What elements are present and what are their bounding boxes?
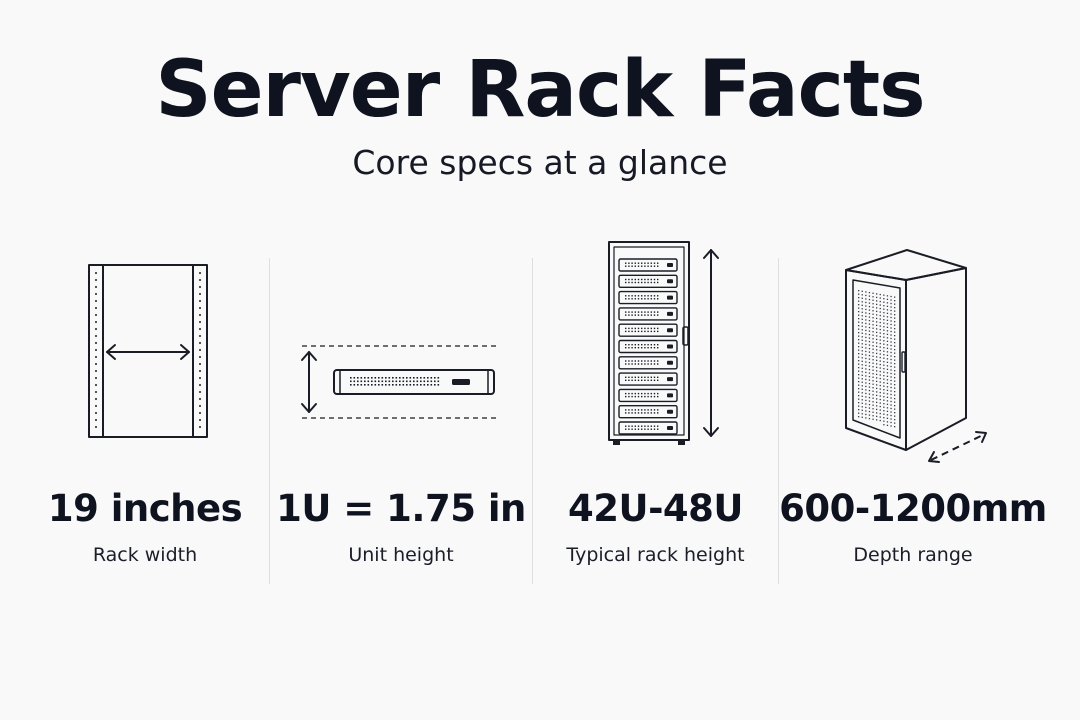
column-divider: [778, 258, 779, 584]
fact-label: Unit height: [348, 544, 454, 566]
column-divider: [269, 258, 270, 584]
fact-value: 600-1200mm: [779, 487, 1047, 530]
fact-unit-height: 1U = 1.75 in Unit height: [270, 228, 532, 588]
fact-value: 1U = 1.75 in: [276, 487, 526, 530]
fact-value: 42U-48U: [568, 487, 743, 530]
page-subtitle: Core specs at a glance: [352, 143, 728, 182]
fact-label: Typical rack height: [566, 544, 745, 566]
fact-label: Depth range: [853, 544, 973, 566]
fact-label: Rack width: [92, 544, 198, 566]
rack-unit-server-icon: [301, 345, 496, 419]
fact-rack-width: 19 inches Rack width: [20, 228, 270, 588]
fact-value: 19 inches: [47, 487, 243, 530]
rack-cabinet-depth-icon: [845, 249, 987, 463]
fact-depth-range: 600-1200mm Depth range: [779, 228, 1047, 588]
rack-width-icon: [88, 264, 208, 438]
fact-rack-height: 42U-48U Typical rack height: [533, 228, 778, 588]
column-divider: [532, 258, 533, 584]
page-title: Server Rack Facts: [155, 45, 925, 135]
server-rack-tower-icon: [608, 241, 719, 445]
